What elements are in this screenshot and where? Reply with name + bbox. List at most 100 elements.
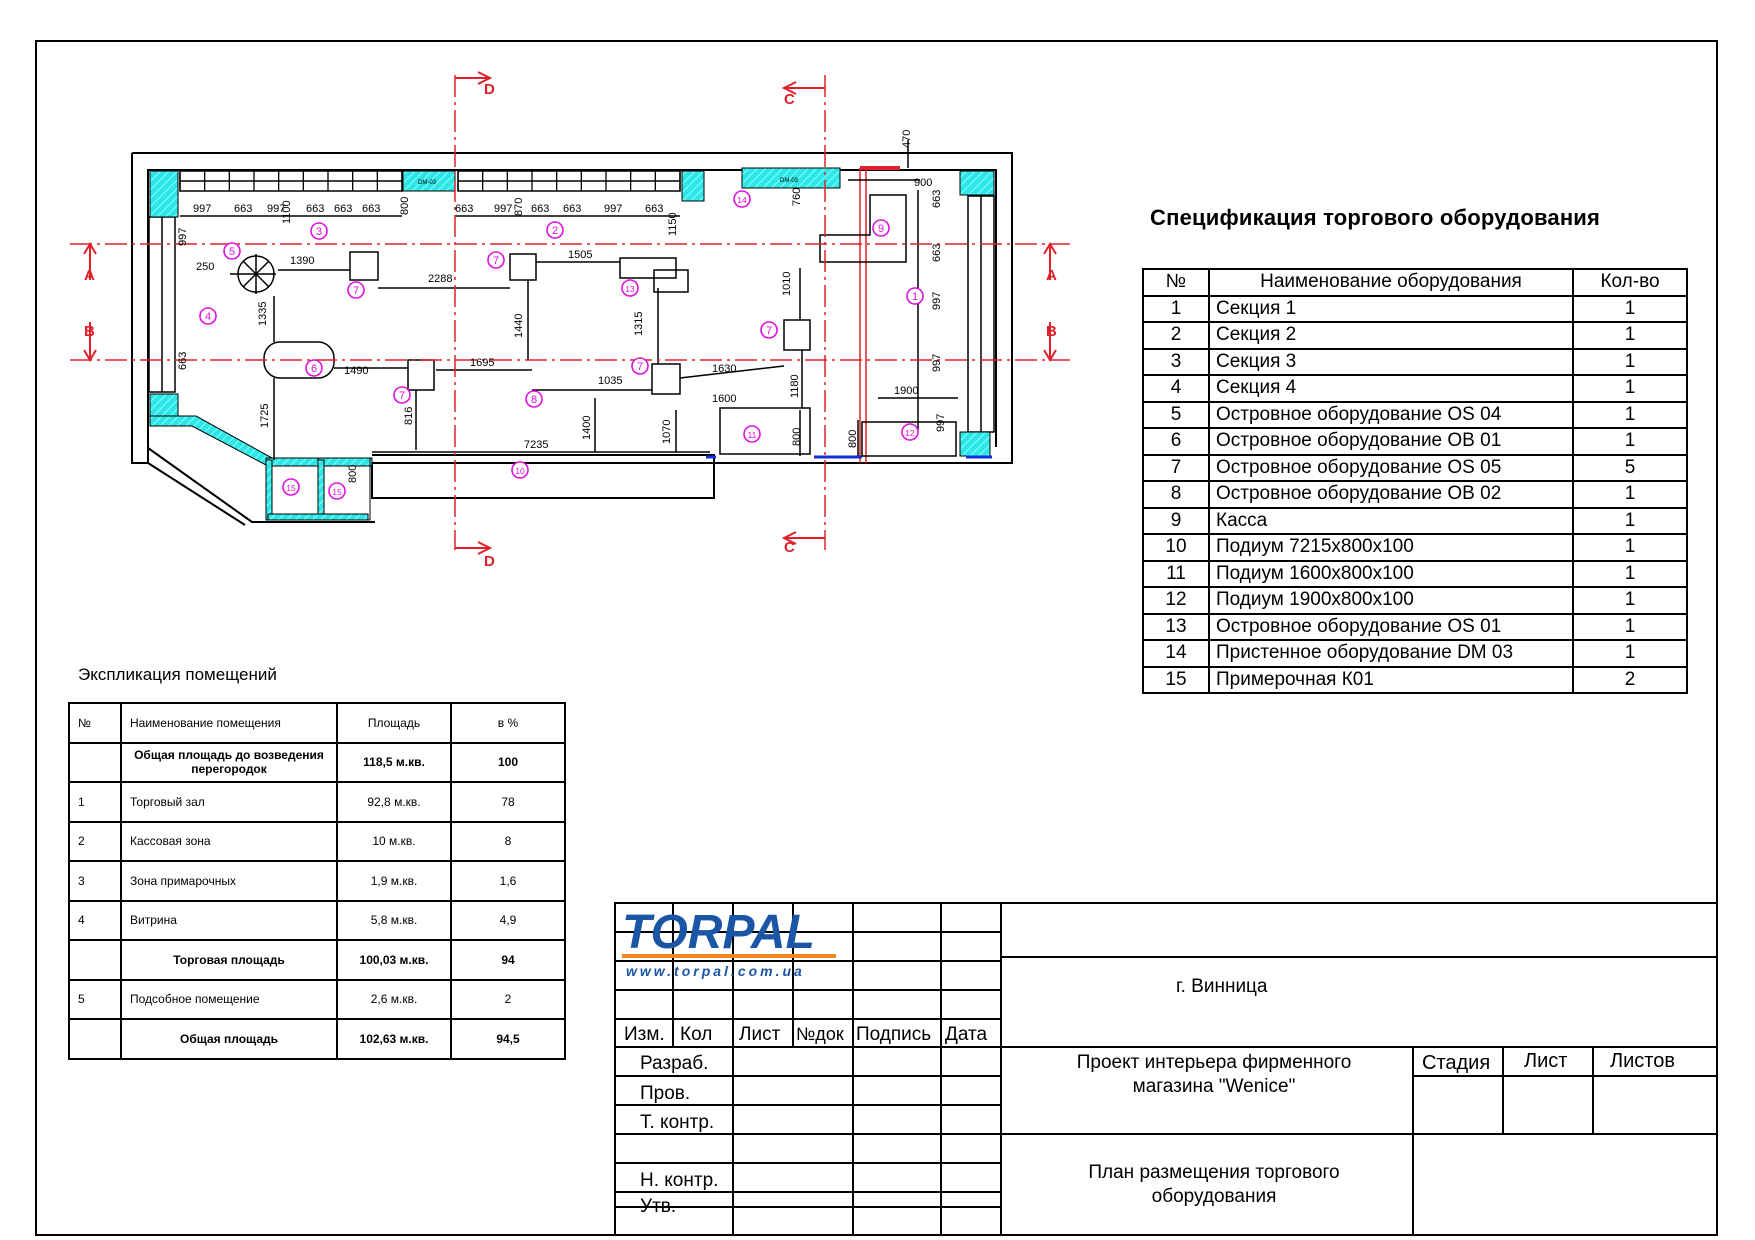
marker-circle	[305, 359, 323, 377]
expl-cell-no	[68, 741, 122, 783]
dimension-label: 1035	[598, 375, 622, 387]
marker-label: 6	[311, 363, 317, 375]
marker-label: 13	[625, 284, 635, 294]
expl-cell-no: 1	[68, 781, 122, 823]
dimension-label: 997	[931, 292, 943, 310]
tb-col-kol: Кол	[680, 1024, 713, 1045]
spec-header-row: № Наименование оборудования Кол-во	[1142, 268, 1688, 297]
spec-cell-qty: 5	[1572, 453, 1688, 482]
tb-col-ndok: №док	[796, 1024, 844, 1044]
dimension-label: 1440	[513, 314, 525, 338]
marker-label: 7	[353, 285, 359, 297]
dimension-label: 1600	[712, 393, 736, 405]
tb-role-utv: Утв.	[640, 1196, 677, 1217]
tb-col-list: Лист	[739, 1024, 781, 1045]
spec-cell-name: Островное оборудование OS 01	[1208, 612, 1574, 641]
dimension-label: 1630	[712, 363, 736, 375]
marker-label: 1	[912, 291, 918, 303]
spec-cell-qty: 2	[1572, 665, 1688, 694]
spec-cell-qty: 1	[1572, 559, 1688, 588]
expl-cell-area: 1,9 м.кв.	[336, 860, 452, 902]
tb-sheet-title-line2: оборудования	[1151, 1186, 1277, 1207]
expl-cell-pct: 78	[450, 781, 566, 823]
spec-cell-no: 9	[1142, 506, 1210, 535]
spec-cell-no: 12	[1142, 586, 1210, 615]
dimension-label: 250	[196, 261, 214, 273]
marker-circle	[631, 357, 649, 375]
marker-circle	[347, 281, 365, 299]
dimension-label: 7235	[524, 439, 548, 451]
dm-label-2: DM-03	[780, 178, 799, 184]
marker-label: 8	[531, 394, 537, 406]
marker-circle	[223, 242, 241, 260]
dimension-label: 1505	[568, 249, 592, 261]
tb-project-line2: магазина "Wenice"	[1132, 1076, 1296, 1097]
spec-cell-name: Подиум 1900x800x100	[1208, 586, 1574, 615]
expl-header-pct: в %	[450, 702, 566, 744]
title-block: Изм. Кол Лист №док Подпись Дата Разраб. …	[614, 902, 1718, 1236]
expl-cell-area: 2,6 м.кв.	[336, 978, 452, 1020]
dimension-label: 470	[901, 130, 913, 148]
marker-label: 4	[205, 311, 211, 323]
expl-cell-no	[68, 939, 122, 981]
marker-label: 7	[766, 325, 772, 337]
tb-role-nkontr: Н. контр.	[640, 1170, 719, 1191]
marker-circle	[733, 190, 751, 208]
expl-cell-area: 100,03 м.кв.	[336, 939, 452, 981]
dimension-label: 900	[914, 177, 932, 189]
shelf-dividers	[179, 171, 681, 191]
marker-circle	[199, 307, 217, 325]
dimension-label: 760	[791, 188, 803, 206]
section-letter-d-bottom: D	[484, 553, 495, 570]
marker-circle	[328, 482, 346, 500]
tb-role-razrab: Разраб.	[640, 1053, 709, 1074]
marker-label: 3	[316, 226, 322, 238]
tb-role-prov: Пров.	[640, 1083, 691, 1104]
spec-cell-name: Островное оборудование OB 02	[1208, 480, 1574, 509]
dimension-label: 663	[362, 203, 380, 215]
marker-label: 15	[286, 483, 296, 493]
expl-cell-area: 92,8 м.кв.	[336, 781, 452, 823]
dimension-label: 663	[563, 203, 581, 215]
expl-cell-pct: 8	[450, 820, 566, 862]
spec-cell-no: 13	[1142, 612, 1210, 641]
torpal-logo-text: TORPAL	[622, 906, 815, 959]
spec-cell-qty: 1	[1572, 480, 1688, 509]
dimension-label: 1070	[661, 420, 673, 444]
tb-col-izm: Изм.	[624, 1024, 665, 1045]
dimension-label: 1335	[257, 302, 269, 326]
spec-cell-no: 15	[1142, 665, 1210, 694]
hatched-elements	[149, 167, 995, 521]
spec-cell-qty: 1	[1572, 612, 1688, 641]
section-letters: A B A B D D C C	[84, 81, 1057, 570]
title-block-grid	[614, 902, 1718, 1236]
spec-cell-no: 5	[1142, 400, 1210, 429]
dimension-label: 2288	[428, 273, 452, 285]
expl-header-no: №	[68, 702, 122, 744]
dimension-label: 663	[455, 203, 473, 215]
expl-cell-name: Торговый зал	[120, 781, 338, 823]
section-letter-b-left: B	[84, 323, 95, 340]
spec-cell-name: Островное оборудование OB 01	[1208, 427, 1574, 456]
spec-cell-no: 11	[1142, 559, 1210, 588]
expl-cell-no	[68, 1018, 122, 1060]
spec-cell-no: 1	[1142, 294, 1210, 323]
spec-cell-qty: 1	[1572, 400, 1688, 429]
tb-sheet-header: Лист	[1524, 1050, 1568, 1072]
section-letter-b-right: B	[1046, 323, 1057, 340]
explication-title: Экспликация помещений	[78, 665, 277, 684]
dimension-label: 800	[791, 428, 803, 446]
dimension-label: 1725	[259, 404, 271, 428]
marker-label: 12	[905, 428, 915, 438]
